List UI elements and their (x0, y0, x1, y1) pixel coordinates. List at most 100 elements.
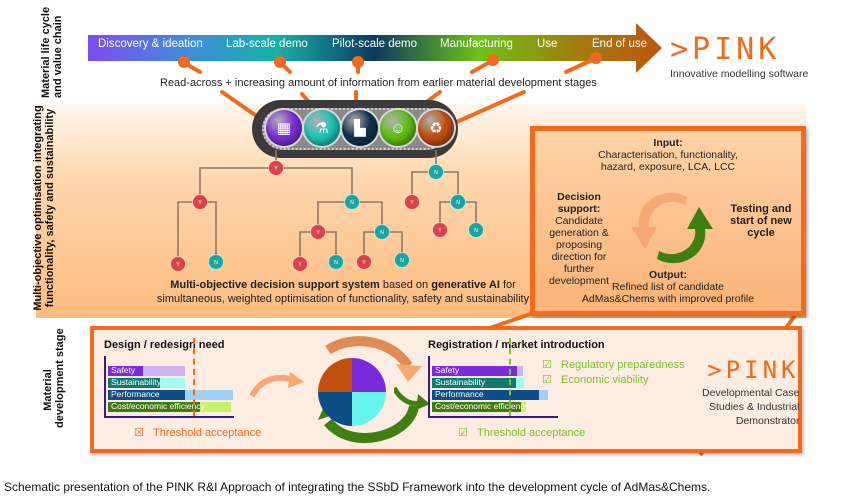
tree-node-no: N (344, 194, 360, 210)
pie-quadrant-safety (352, 358, 386, 392)
icon-glyph: ▦ (276, 119, 292, 137)
bar-value (432, 366, 517, 376)
read-across-text: Read-across + increasing amount of infor… (160, 77, 597, 89)
bar-value (108, 390, 185, 400)
icon-glyph: ☺ (390, 119, 406, 137)
svg-text:N: N (400, 258, 404, 264)
subtitle-line: Demonstrator (735, 415, 800, 427)
cycle-decision-title: Decision support: (557, 191, 601, 215)
svg-text:Y: Y (176, 262, 180, 268)
cycle-testing: Testing and start of new cycle (730, 203, 792, 239)
threshold-line (192, 338, 195, 416)
svg-text:N: N (350, 200, 354, 206)
tree-branch (199, 167, 276, 202)
cycle-output: Output: Refined list of candidate AdMas&… (535, 269, 801, 305)
tree-node-no: N (450, 194, 466, 210)
svg-text:Y: Y (274, 166, 278, 172)
check-economic: ☑ Economic viability (542, 373, 648, 386)
green-transition-arrow (394, 386, 430, 410)
svg-text:N: N (380, 230, 384, 236)
bar-label: Safety (111, 365, 136, 375)
icon-glyph: ⚗ (315, 119, 329, 137)
cycle-decision-support: Decision support: Candidate generation &… (535, 191, 623, 287)
development-cycle-graphic (249, 336, 422, 443)
checkbox-checked-icon: ☑ (458, 427, 468, 439)
checkbox-checked-icon: ☑ (542, 359, 552, 371)
pink-logo-top: >PINK Innovative modelling software (670, 32, 808, 80)
tree-node-no: N (428, 164, 444, 180)
cycle-decision-text: Candidate generation & proposing directi… (548, 215, 610, 287)
stage-pilot-scale: Pilot-scale demo (332, 38, 418, 50)
bar-value (108, 378, 160, 388)
tree-node-yes: Y (404, 194, 420, 210)
bar-label: Safety (435, 365, 460, 375)
stage-lab-scale: Lab-scale demo (226, 38, 308, 50)
bar-label: Performance (435, 389, 484, 399)
cycle-input: Input: Characterisation, functionality, … (535, 137, 801, 173)
x-axis (428, 416, 558, 418)
bar-value (432, 390, 540, 400)
tree-branch (352, 201, 383, 232)
threshold-label: Threshold acceptance (153, 427, 262, 439)
check-label: Regulatory preparedness (561, 359, 685, 371)
check-label: Economic viability (561, 374, 649, 386)
bar-target (108, 366, 185, 376)
registration-threshold-item: ☑ Threshold acceptance (458, 426, 585, 439)
subtitle-line: Developmental Case (702, 387, 800, 399)
bar-label: Sustainability (111, 377, 162, 387)
subtitle-line: Studies & Industrial (709, 401, 800, 413)
design-threshold-item: ☒ Threshold acceptance (134, 426, 261, 439)
tree-node-no: N (208, 254, 224, 270)
stage-use: Use (537, 38, 558, 50)
svg-text:N: N (334, 260, 338, 266)
cycle-input-title: Input: (653, 137, 683, 149)
svg-text:Y: Y (298, 262, 302, 268)
tree-node-yes: Y (170, 256, 186, 272)
pink-logo-text: >PINK (707, 356, 800, 384)
y-axis (104, 356, 106, 416)
lifecycle-arrow (88, 23, 662, 73)
lab-beaker-icon: ⚗ (304, 110, 340, 146)
icon-glyph: ▙ (354, 119, 366, 137)
svg-text:Y: Y (362, 260, 366, 266)
pink-logo-subtitle: Innovative modelling software (670, 68, 809, 80)
threshold-line (509, 338, 511, 416)
pink-logo-bottom: >PINK Developmental Case Studies & Indus… (702, 356, 799, 428)
check-regulatory: ☑ Regulatory preparedness (542, 358, 685, 371)
cycle-arrows-icon (631, 192, 713, 264)
registration-panel-title: Registration / market introduction (428, 339, 605, 351)
process-conveyor: ▦ ⚗ ▙ ☺ ♻ (252, 100, 458, 158)
bar-label: Sustainability (435, 377, 486, 387)
optimisation-cycle-box: Input: Characterisation, functionality, … (530, 126, 806, 316)
tree-node-no: N (328, 254, 344, 270)
bar-label: Performance (111, 389, 160, 399)
bar-value (108, 366, 143, 376)
cycle-output-text: Refined list of candidate AdMas&Chems wi… (581, 281, 755, 305)
svg-text:N: N (474, 228, 478, 234)
pink-logo-subtitle: Developmental Case Studies & Industrial … (702, 386, 799, 428)
caption-text: for simultaneous, weighted optimisation … (156, 279, 530, 305)
tree-node-no: N (374, 224, 390, 240)
bar-label: Cost/economic efficiency (111, 401, 205, 411)
pie-quadrants (318, 358, 386, 426)
figure-caption: Schematic presentation of the PINK R&I A… (4, 480, 711, 494)
cycle-input-text: Characterisation, functionality, hazard,… (598, 149, 738, 173)
stage-manufacturing: Manufacturing (440, 38, 513, 50)
tree-node-yes: Y (292, 256, 308, 272)
tree-node-yes: Y (268, 160, 284, 176)
tree-branch (276, 167, 353, 202)
factory-icon: ▙ (342, 110, 378, 146)
bar-label: Cost/economic efficiency (435, 401, 529, 411)
caption-text: based on (379, 279, 432, 291)
tree-node-yes: Y (310, 224, 326, 240)
svg-text:Y: Y (410, 200, 414, 206)
tree-node-yes: Y (192, 194, 208, 210)
design-blueprint-icon: ▦ (266, 110, 302, 146)
tree-node-yes: Y (432, 222, 448, 238)
bar-value (432, 402, 521, 412)
stage-end-of-use: End of use (592, 38, 647, 50)
caption-bold: Multi-objective decision support system (170, 279, 380, 291)
y-axis (428, 356, 430, 416)
